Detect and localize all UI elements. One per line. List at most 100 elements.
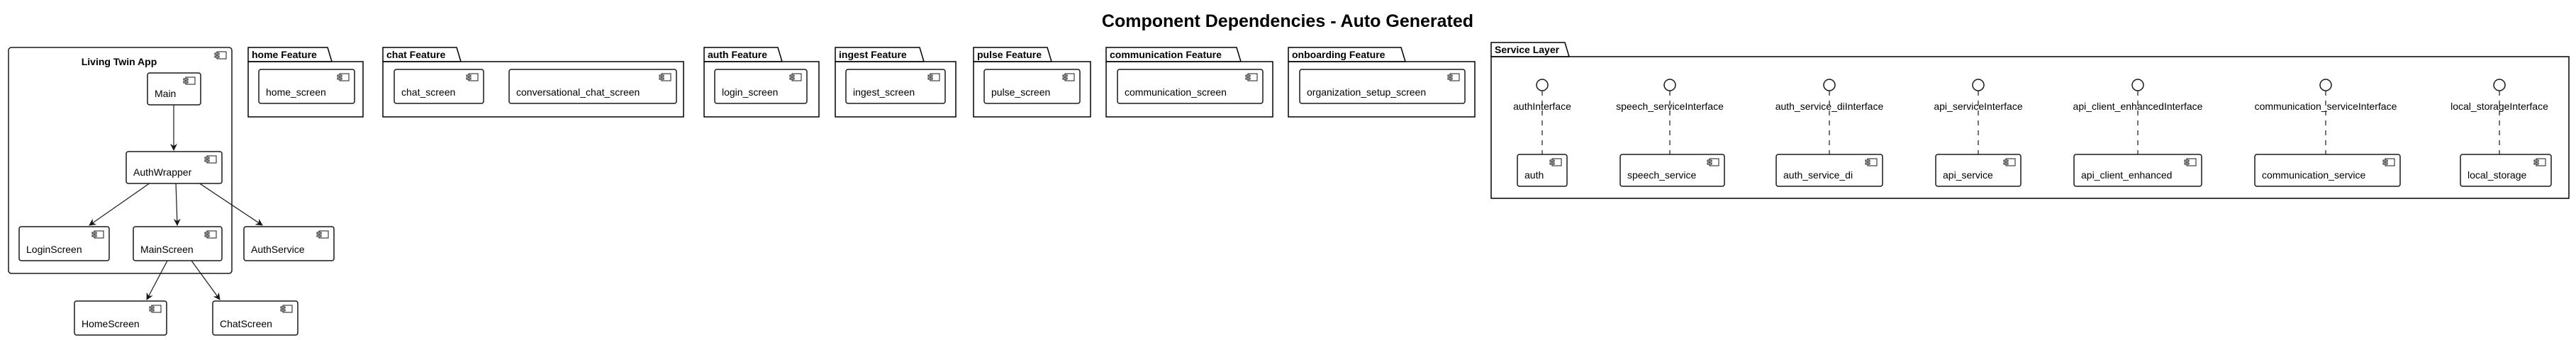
component-mainscreen-label: MainScreen	[140, 244, 194, 255]
component-homescreen[interactable]: HomeScreen	[74, 300, 167, 336]
feature-package-pulse: pulse Feature pulse_screen	[973, 47, 1091, 118]
component-auth[interactable]: auth	[1517, 154, 1568, 187]
packages-layer: home Feature home_screen chat Feature chat_…	[247, 47, 1476, 118]
component-speech-service[interactable]: speech_service	[1619, 154, 1725, 187]
component-communication-service[interactable]: communication_service	[2254, 154, 2401, 187]
component-conversational-chat-screen[interactable]: conversational_chat_screen	[508, 69, 677, 104]
component-main[interactable]: Main	[147, 72, 201, 106]
component-main-label: Main	[155, 88, 176, 99]
component-loginscreen[interactable]: LoginScreen	[18, 226, 110, 261]
component-icon	[1245, 73, 1258, 81]
component-home-screen-label: home_screen	[266, 86, 326, 98]
interface-lollipop-icon[interactable]	[1663, 79, 1676, 91]
service-layer-package-title: Service Layer	[1495, 44, 1560, 55]
component-api-service-label: api_service	[1943, 169, 1993, 181]
component-local-storage[interactable]: local_storage	[2460, 154, 2552, 187]
component-icon	[183, 76, 196, 85]
component-home-screen[interactable]: home_screen	[258, 69, 355, 104]
component-auth-service-di[interactable]: auth_service_di	[1775, 154, 1883, 187]
component-icon	[659, 73, 671, 81]
component-chat-screen[interactable]: chat_screen	[394, 69, 484, 104]
component-api-client-enhanced[interactable]: api_client_enhanced	[2073, 154, 2202, 187]
interface-label: auth_service_diInterface	[1775, 101, 1884, 112]
interface-label: speech_serviceInterface	[1616, 101, 1724, 112]
service-communication-service: communication_serviceInterfacecommunicat…	[2254, 79, 2401, 187]
feature-package-onboarding-title: onboarding Feature	[1292, 49, 1385, 60]
component-icon	[466, 73, 479, 81]
feature-package-onboarding: onboarding Feature organization_setup_scr…	[1288, 47, 1476, 118]
interface-lollipop-icon[interactable]	[2319, 79, 2332, 91]
component-mainscreen[interactable]: MainScreen	[133, 226, 223, 261]
arrow-mainscreen-to-homescreen	[146, 260, 168, 300]
service-local-storage: local_storageInterface local_storage	[2450, 79, 2552, 187]
interface-lollipop-icon[interactable]	[2131, 79, 2144, 91]
interface-lollipop-icon[interactable]	[1823, 79, 1836, 91]
interface-lollipop-icon[interactable]	[1536, 79, 1549, 91]
diagram-title: Component Dependencies - Auto Generated	[1102, 11, 1473, 31]
component-chatscreen[interactable]: ChatScreen	[212, 300, 299, 336]
component-conversational-chat-screen-label: conversational_chat_screen	[516, 86, 640, 98]
dependency-arrows	[89, 105, 263, 300]
component-authservice[interactable]: AuthService	[243, 226, 335, 261]
component-icon	[789, 73, 802, 81]
component-ingest-screen[interactable]: ingest_screen	[845, 69, 946, 104]
component-loginscreen-label: LoginScreen	[26, 244, 82, 255]
feature-package-communication-title: communication Feature	[1110, 49, 1222, 60]
component-homescreen-label: HomeScreen	[82, 318, 140, 329]
component-icon	[204, 155, 217, 164]
component-login-screen-label: login_screen	[722, 86, 778, 98]
component-icon	[2382, 158, 2395, 166]
arrow-authwrapper-to-loginscreen	[89, 182, 151, 226]
component-icon	[2003, 158, 2016, 166]
component-organization-setup-screen-label: organization_setup_screen	[1307, 86, 1426, 98]
interface-lollipop-icon[interactable]	[2493, 79, 2506, 91]
component-speech-service-label: speech_service	[1627, 169, 1696, 181]
component-api-service[interactable]: api_service	[1935, 154, 2022, 187]
component-icon	[91, 230, 104, 239]
feature-package-chat-title: chat Feature	[386, 49, 445, 60]
feature-package-chat: chat Feature chat_screen conversational_ch…	[382, 47, 684, 118]
component-pulse-screen[interactable]: pulse_screen	[983, 69, 1081, 104]
component-authwrapper-label: AuthWrapper	[133, 166, 192, 178]
interface-label: api_serviceInterface	[1934, 101, 2023, 112]
component-authwrapper[interactable]: AuthWrapper	[126, 151, 223, 184]
component-organization-setup-screen[interactable]: organization_setup_screen	[1299, 69, 1466, 104]
interface-label: local_storageInterface	[2450, 101, 2548, 112]
service-auth-service-di: auth_service_diInterface auth_service_di	[1775, 79, 1884, 187]
interface-label: authInterface	[1513, 101, 1571, 112]
component-icon	[149, 305, 162, 313]
component-communication-service-label: communication_service	[2262, 169, 2365, 181]
component-auth-label: auth	[1524, 169, 1544, 181]
component-icon	[214, 51, 227, 60]
component-local-storage-label: local_storage	[2468, 169, 2526, 181]
interface-lollipop-icon[interactable]	[1972, 79, 1985, 91]
component-icon	[337, 73, 350, 81]
component-chatscreen-label: ChatScreen	[220, 318, 272, 329]
arrow-authwrapper-to-mainscreen	[173, 182, 181, 226]
feature-package-ingest: ingest Feature ingest_screen	[835, 47, 957, 118]
feature-package-pulse-title: pulse Feature	[977, 49, 1042, 60]
component-auth-service-di-label: auth_service_di	[1783, 169, 1853, 181]
service-speech-service: speech_serviceInterface speech_service	[1616, 79, 1725, 187]
component-ingest-screen-label: ingest_screen	[853, 86, 915, 98]
feature-package-ingest-title: ingest Feature	[839, 49, 907, 60]
interface-label: api_client_enhancedInterface	[2073, 101, 2203, 112]
component-icon	[1549, 158, 1562, 166]
component-icon	[1865, 158, 1878, 166]
component-communication-screen[interactable]: communication_screen	[1117, 69, 1264, 104]
service-layer-content: Service Layer authInterface auth speech_ser…	[1490, 42, 2570, 199]
arrow-authwrapper-to-authservice	[198, 182, 263, 226]
feature-package-home-title: home Feature	[252, 49, 317, 60]
component-icon	[316, 230, 329, 239]
component-communication-screen-label: communication_screen	[1125, 86, 1227, 98]
feature-package-communication: communication Feature communication_scree…	[1105, 47, 1273, 118]
app-frame-title: Living Twin App	[82, 56, 157, 67]
component-icon	[2184, 158, 2197, 166]
service-layer-package: Service Layer authInterface auth speech_ser…	[1490, 42, 2570, 199]
component-chat-screen-label: chat_screen	[401, 86, 455, 98]
component-login-screen[interactable]: login_screen	[714, 69, 808, 104]
service-api-client-enhanced: api_client_enhancedInterface api_client_e…	[2073, 79, 2203, 187]
component-icon	[927, 73, 940, 81]
